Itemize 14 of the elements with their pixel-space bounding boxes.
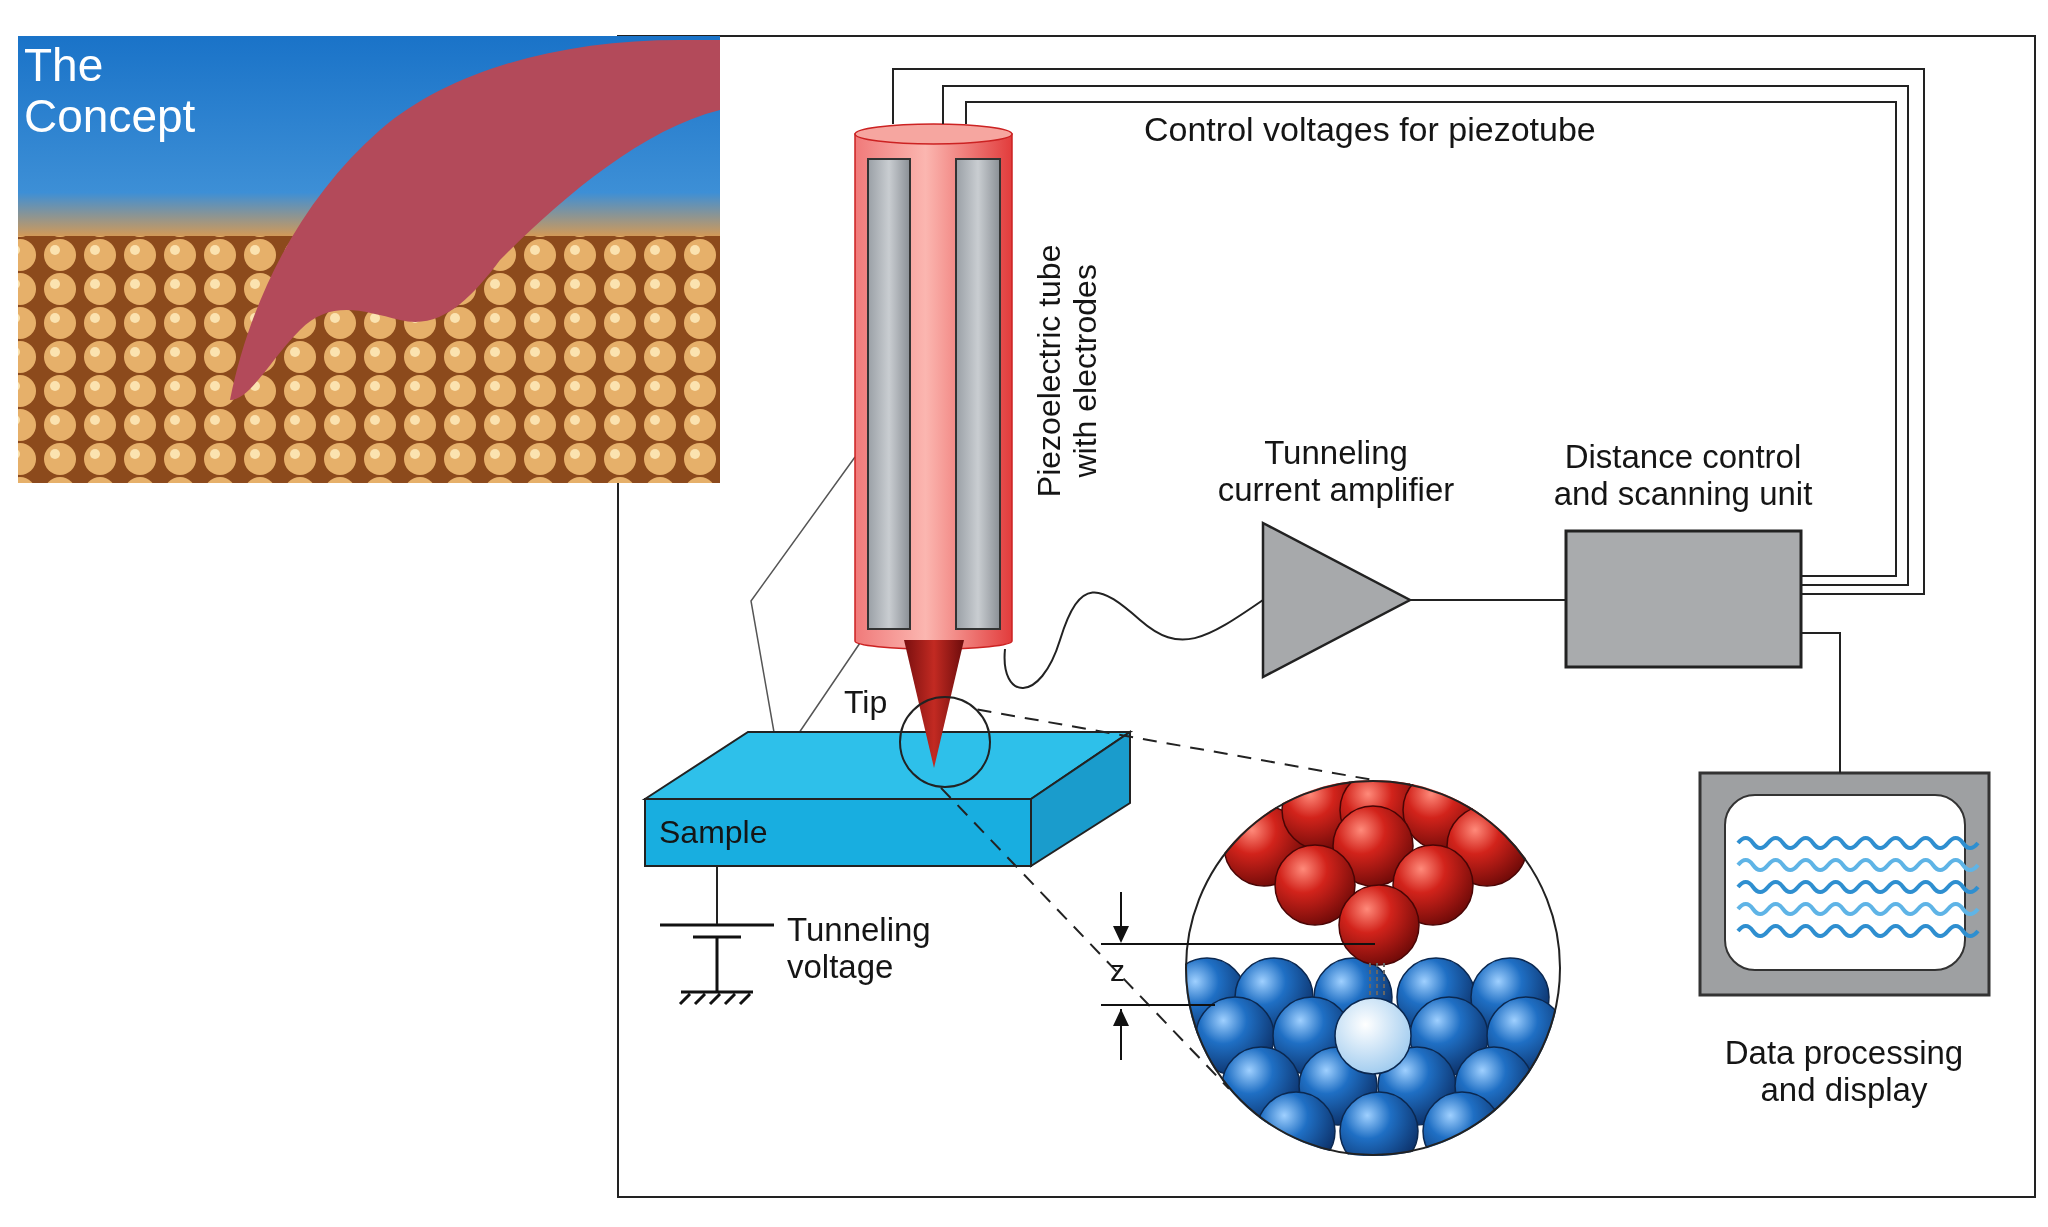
node-label: Data processing and display	[1723, 1035, 1965, 1109]
dashed-zoom-line	[940, 786, 1230, 1090]
wire	[1800, 632, 1841, 774]
node-label: Sample	[659, 815, 768, 851]
node-label: Tunneling voltage	[787, 912, 932, 986]
wire	[1409, 599, 1567, 601]
node-label: Piezoelectric tube with electrodes	[1032, 243, 1104, 500]
photo-title: The Concept	[24, 40, 197, 142]
wire	[1003, 591, 1264, 689]
node-label: Tunneling current amplifier	[1216, 435, 1456, 509]
wire	[716, 865, 718, 925]
node-label: Distance control and scanning unit	[1552, 439, 1814, 513]
node-label: Tip	[844, 685, 888, 721]
dimension-label: z	[1110, 954, 1125, 988]
